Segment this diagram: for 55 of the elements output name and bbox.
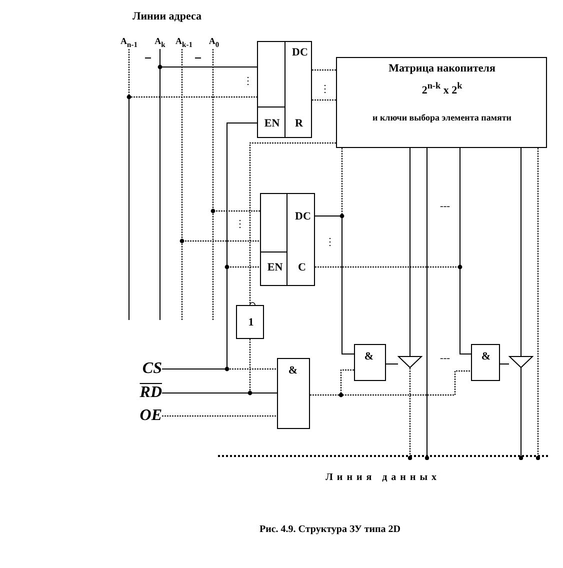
ellipsis-mark: --- xyxy=(440,354,450,364)
bus-label: Линия данных xyxy=(325,473,441,483)
block-label: EN xyxy=(267,262,283,274)
connector-line xyxy=(460,148,472,354)
logic-gate xyxy=(471,344,500,381)
block-label: EN xyxy=(264,118,280,130)
block-label: R xyxy=(295,118,303,130)
ellipsis-mark: ⋮ xyxy=(243,77,253,87)
connector-line xyxy=(250,142,336,308)
logic-gate xyxy=(236,305,264,339)
block-label: DC xyxy=(292,48,308,58)
title: Линии адреса xyxy=(132,12,202,22)
buffer-triangle xyxy=(398,356,422,368)
connector-line xyxy=(160,48,258,68)
connector-line xyxy=(408,368,412,460)
block-label: & xyxy=(481,352,491,362)
block-label: Матрица накопителя xyxy=(388,64,496,74)
connector-line xyxy=(162,122,258,370)
block-label: DC xyxy=(295,212,311,222)
ellipsis-mark: --- xyxy=(440,202,450,212)
memory-matrix-block xyxy=(336,57,547,148)
block-label: & xyxy=(364,352,374,362)
decoder-block xyxy=(257,41,312,138)
connector-line xyxy=(162,392,278,394)
block-label: & xyxy=(288,366,298,376)
connector-line xyxy=(182,48,260,242)
address-label: A$_{k-1}$ xyxy=(168,34,200,49)
block-label: C xyxy=(298,262,306,274)
connector-line xyxy=(128,48,258,98)
ellipsis-mark: ⋮ xyxy=(320,85,330,95)
address-label: A$_{k}$ xyxy=(150,34,170,49)
connector-line xyxy=(518,368,524,460)
block-label: 1 xyxy=(248,318,254,328)
connector-line xyxy=(342,148,354,354)
block-label: и ключи выбора элемента памяти xyxy=(372,114,512,122)
logic-gate xyxy=(277,358,310,429)
address-label: A$_{n-1}$ xyxy=(113,34,145,49)
address-label: A$_{0}$ xyxy=(203,34,225,49)
connector-line xyxy=(212,48,260,212)
block-label: 2$^{n-k}$ x 2$^{k}$ xyxy=(422,82,462,96)
data-bus-line xyxy=(218,455,548,458)
decoder-block xyxy=(260,193,315,286)
connector-line xyxy=(536,148,540,460)
buffer-triangle xyxy=(509,356,533,368)
connector-line xyxy=(520,148,522,356)
ellipsis-mark: ⋮ xyxy=(325,238,335,248)
signal-label: RD xyxy=(132,384,162,402)
connector-line xyxy=(424,148,430,460)
signal-label: OE xyxy=(132,407,162,425)
ellipsis-mark: ⋮ xyxy=(235,220,245,230)
logic-gate xyxy=(354,344,386,381)
signal-label: CS xyxy=(132,360,162,378)
caption: Рис. 4.9. Структура ЗУ типа 2D xyxy=(260,525,400,535)
connector-line xyxy=(310,370,472,396)
connector-line xyxy=(314,216,354,354)
